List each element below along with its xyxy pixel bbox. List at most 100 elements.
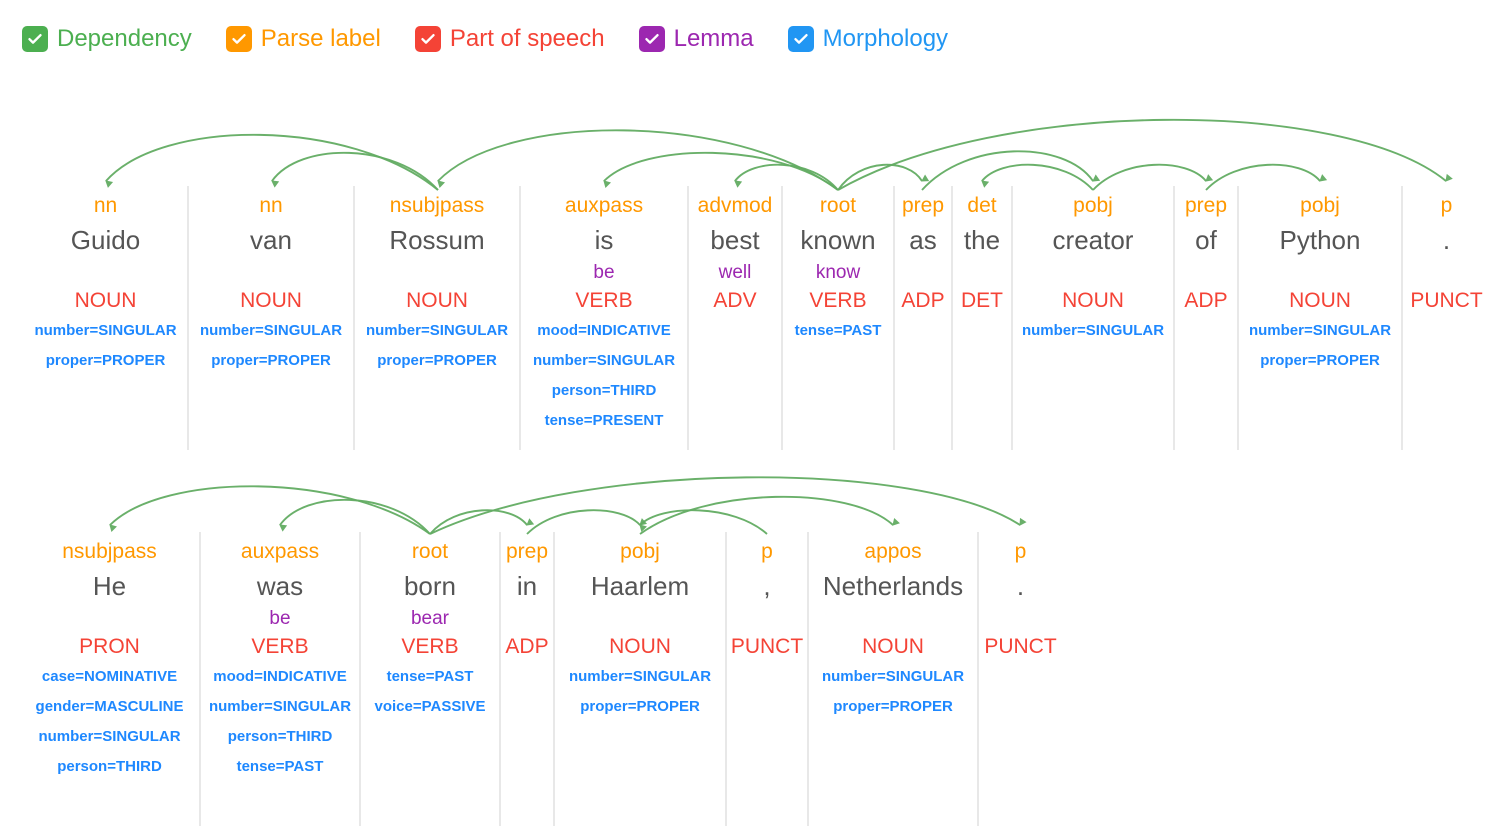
token-part-of-speech: PUNCT — [984, 635, 1057, 658]
token-word: in — [516, 571, 538, 601]
token-word: Python — [1279, 225, 1361, 255]
token-morphology-feature: proper=PROPER — [211, 352, 331, 369]
checkbox-checked-icon[interactable] — [225, 26, 252, 52]
parse-label: nn — [259, 194, 283, 217]
token-morphology-feature: tense=PAST — [386, 668, 474, 685]
token-part-of-speech: NOUN — [1062, 289, 1124, 312]
token-morphology-feature: proper=PROPER — [580, 698, 700, 715]
token-part-of-speech: VERB — [401, 635, 459, 658]
legend-label: Lemma — [673, 25, 754, 52]
parse-label: pobj — [1073, 194, 1113, 217]
parse-label: nn — [93, 194, 118, 217]
token-morphology-feature: number=SINGULAR — [34, 322, 177, 339]
parse-label: det — [967, 194, 997, 217]
token-part-of-speech: ADP — [505, 635, 549, 658]
token-morphology-feature: number=SINGULAR — [199, 322, 343, 339]
legend-toggle-lemma[interactable]: Lemma — [638, 25, 754, 52]
token-word: creator — [1052, 225, 1134, 255]
token-morphology-feature: mood=INDICATIVE — [213, 668, 347, 685]
token-morphology-feature: number=SINGULAR — [208, 698, 352, 715]
token-lemma: be — [593, 262, 615, 283]
token-morphology-feature: number=SINGULAR — [568, 668, 712, 685]
legend-toggle-parse-label[interactable]: Parse label — [225, 26, 381, 52]
token-word: van — [250, 225, 292, 255]
token-part-of-speech: NOUN — [862, 635, 924, 658]
token-morphology-feature: mood=INDICATIVE — [537, 322, 671, 339]
dependency-arcs-1 — [0, 78, 1490, 194]
token-morphology-feature: tense=PRESENT — [544, 412, 664, 429]
token-morphology-feature: gender=MASCULINE — [35, 698, 184, 715]
token-word: Netherlands — [822, 571, 964, 601]
legend-label: Dependency — [57, 25, 192, 52]
parse-label: pobj — [1300, 194, 1340, 217]
token-morphology-feature: person=THIRD — [227, 728, 333, 745]
parse-label: prep — [505, 540, 549, 563]
legend-toggle-part-of-speech[interactable]: Part of speech — [414, 26, 605, 52]
token-part-of-speech: ADV — [713, 289, 757, 312]
token-part-of-speech: NOUN — [406, 289, 468, 312]
legend-toggle-dependency[interactable]: Dependency — [22, 26, 192, 52]
dependency-arcs-2 — [0, 450, 1490, 538]
token-lemma: be — [269, 608, 291, 629]
token-word: was — [256, 571, 304, 601]
token-morphology-feature: person=THIRD — [57, 758, 162, 775]
parse-label: auxpass — [240, 540, 320, 563]
token-morphology-feature: proper=PROPER — [1260, 352, 1380, 369]
token-lemma: well — [718, 262, 752, 283]
token-word: , — [763, 571, 771, 601]
token-cell[interactable]: p, PUNCT — [726, 532, 808, 826]
token-word: best — [710, 225, 760, 255]
parse-label: p — [1014, 540, 1027, 563]
token-word: born — [403, 571, 457, 601]
token-cell[interactable]: prep in ADP — [500, 532, 554, 826]
token-part-of-speech: NOUN — [240, 289, 302, 312]
parse-label: root — [819, 194, 857, 217]
token-word: Guido — [70, 225, 141, 255]
token-word: the — [963, 225, 1001, 255]
token-morphology-feature: number=SINGULAR — [821, 668, 965, 685]
parse-label: p — [1440, 194, 1453, 217]
token-cell[interactable]: p. PUNCT — [978, 532, 1062, 826]
token-part-of-speech: VERB — [809, 289, 867, 312]
parse-label: nsubjpass — [389, 194, 485, 217]
token-morphology-feature: voice=PASSIVE — [374, 698, 486, 715]
token-lemma: know — [815, 262, 861, 283]
legend-toggle-morphology[interactable]: Morphology — [787, 26, 948, 52]
checkbox-checked-icon[interactable] — [638, 26, 665, 52]
token-cell[interactable]: nn van NOUN number=SINGULAR proper=PROPER — [188, 186, 354, 450]
token-cell[interactable]: p. PUNCT — [1402, 186, 1490, 450]
token-part-of-speech: PUNCT — [1410, 289, 1483, 312]
token-morphology-feature: tense=PAST — [236, 758, 324, 775]
token-morphology-feature: person=THIRD — [551, 382, 657, 399]
token-word: as — [909, 225, 937, 255]
token-morphology-feature: number=SINGULAR — [1248, 322, 1392, 339]
token-morphology-feature: number=SINGULAR — [532, 352, 676, 369]
checkbox-checked-icon[interactable] — [22, 26, 48, 52]
parse-label: appos — [864, 540, 922, 563]
token-word: Rossum — [389, 225, 485, 255]
checkbox-checked-icon[interactable] — [414, 26, 441, 52]
token-word: is — [594, 225, 614, 255]
token-word: . — [1442, 225, 1451, 255]
token-part-of-speech: VERB — [251, 635, 309, 658]
token-part-of-speech: NOUN — [74, 289, 137, 312]
token-morphology-feature: proper=PROPER — [377, 352, 497, 369]
checkbox-checked-icon[interactable] — [787, 26, 814, 52]
